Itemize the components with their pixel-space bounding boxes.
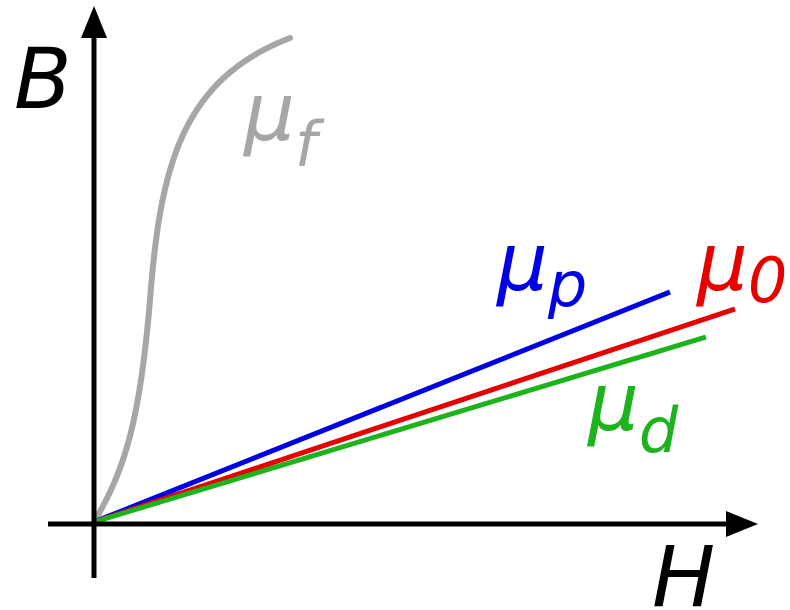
mu-symbol: μ xyxy=(242,66,295,159)
ferromagnet-label: μf xyxy=(242,66,325,181)
x-axis-arrowhead xyxy=(726,511,758,537)
mu-subscript: f xyxy=(295,108,325,181)
x-axis-label: H xyxy=(652,528,715,610)
mu-symbol: μ xyxy=(495,216,548,309)
mu-symbol: μ xyxy=(695,216,748,309)
diamagnet-label: μd xyxy=(586,356,679,467)
diamagnet-line xyxy=(93,334,707,525)
ferromagnet-curve xyxy=(91,35,293,525)
paramagnet-line xyxy=(93,289,671,525)
mu-symbol: μ xyxy=(586,356,639,449)
mu-subscript: 0 xyxy=(748,244,787,317)
y-axis-arrowhead xyxy=(81,6,107,38)
y-axis-label: B xyxy=(14,30,72,128)
vacuum-label: μ0 xyxy=(695,216,787,317)
vacuum-line xyxy=(93,306,736,525)
paramagnet-label: μp xyxy=(495,216,587,321)
mu-subscript: d xyxy=(639,394,679,467)
mu-subscript: p xyxy=(547,248,587,321)
